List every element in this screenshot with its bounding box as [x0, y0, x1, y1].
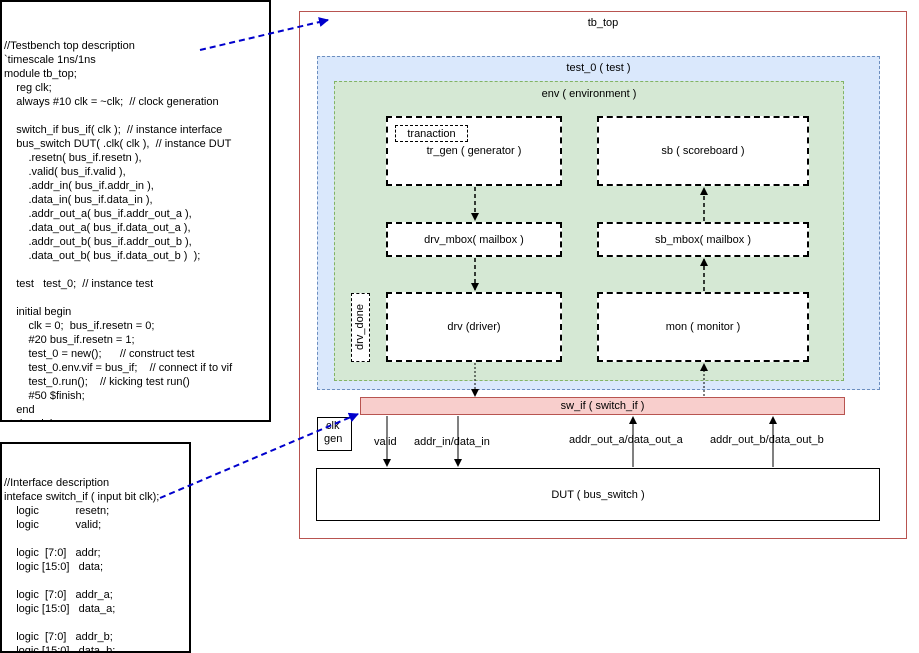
out-a-signal-label: addr_out_a/data_out_a	[569, 434, 683, 446]
generator-label: tr_gen ( generator )	[426, 145, 522, 157]
clock-generator-box: clk gen	[317, 417, 352, 451]
test-label: test_0 ( test )	[566, 62, 631, 74]
testbench-code-line: module tb_top;	[4, 68, 77, 80]
testbench-code-line: .addr_in( bus_if.addr_in ),	[4, 180, 154, 192]
testbench-code-line: end	[4, 404, 35, 416]
testbench-code-line: #20 bus_if.resetn = 1;	[4, 334, 135, 346]
switch-interface-bar: sw_if ( switch_if )	[360, 397, 845, 415]
interface-code-line: logic resetn;	[4, 505, 110, 517]
testbench-code-line: #50 $finish;	[4, 390, 85, 402]
dut-label: DUT ( bus_switch )	[551, 488, 645, 501]
transaction-box: tranaction	[395, 125, 468, 142]
driver-label: drv (driver)	[447, 321, 501, 333]
testbench-code-line: always #10 clk = ~clk; // clock generati…	[4, 96, 219, 108]
testbench-code-line: .data_out_b( bus_if.data_out_b ) );	[4, 250, 201, 262]
testbench-code-line: clk = 0; bus_if.resetn = 0;	[4, 320, 155, 332]
testbench-code-line: endmodule	[4, 417, 269, 420]
testbench-code-line: test_0.env.vif = bus_if; // connect if t…	[4, 362, 233, 374]
interface-code-panel: //Interface description inteface switch_i…	[0, 442, 191, 653]
testbench-code-line: switch_if bus_if( clk ); // instance int…	[4, 124, 223, 136]
testbench-code-line: reg clk;	[4, 82, 52, 94]
testbench-code-line: test_0.run(); // kicking test run()	[4, 376, 190, 388]
testbench-code-line: //Testbench top description	[4, 40, 135, 52]
clock-generator-label-2: gen	[324, 433, 343, 445]
driver-done-box	[351, 293, 370, 362]
testbench-code-line: .resetn( bus_if.resetn ),	[4, 152, 142, 164]
scoreboard-mailbox-block: sb_mbox( mailbox )	[597, 222, 809, 257]
testbench-code-line: `timescale 1ns/1ns	[4, 54, 96, 66]
testbench-code-line: .valid( bus_if.valid ),	[4, 166, 126, 178]
testbench-pointer-arrow	[199, 17, 329, 51]
monitor-label: mon ( monitor )	[665, 321, 741, 333]
addr-in-signal-label: addr_in/data_in	[414, 436, 490, 448]
driver-block: drv (driver)	[386, 292, 562, 362]
interface-code-line: logic [15:0] data_a;	[4, 603, 116, 615]
driver-mailbox-label: drv_mbox( mailbox )	[424, 233, 524, 246]
testbench-code-line: .data_in( bus_if.data_in ),	[4, 194, 153, 206]
transaction-label: tranaction	[407, 127, 456, 140]
scoreboard-block: sb ( scoreboard )	[597, 116, 809, 186]
testbench-code-line: initial begin	[4, 306, 72, 318]
testbench-code-line: .addr_out_a( bus_if.addr_out_a ),	[4, 208, 192, 220]
scoreboard-mailbox-label: sb_mbox( mailbox )	[655, 233, 751, 246]
out-b-signal-label: addr_out_b/data_out_b	[710, 434, 824, 446]
testbench-code-panel: //Testbench top description `timescale 1n…	[0, 0, 271, 422]
testbench-code-line: test test_0; // instance test	[4, 278, 154, 290]
testbench-code-line: bus_switch DUT( .clk( clk ), // instance…	[4, 138, 232, 150]
testbench-code-line: .data_out_a( bus_if.data_out_a ),	[4, 222, 191, 234]
interface-code-line: inteface switch_if ( input bit clk);	[4, 491, 160, 503]
valid-signal-label: valid	[374, 436, 397, 448]
scoreboard-label: sb ( scoreboard )	[661, 145, 745, 157]
interface-code-line: logic [7:0] addr_a;	[4, 589, 113, 601]
monitor-block: mon ( monitor )	[597, 292, 809, 362]
interface-pointer-arrow	[159, 412, 359, 499]
interface-code-line: logic [7:0] addr;	[4, 547, 101, 559]
dut-block: DUT ( bus_switch )	[316, 468, 880, 521]
interface-code-line: logic [7:0] addr_b;	[4, 631, 113, 643]
interface-code-line: logic [15:0] data;	[4, 561, 104, 573]
switch-interface-label: sw_if ( switch_if )	[560, 400, 645, 412]
driver-mailbox-block: drv_mbox( mailbox )	[386, 222, 562, 257]
testbench-code-line: test_0 = new(); // construct test	[4, 348, 195, 360]
interface-code-line: logic valid;	[4, 519, 102, 531]
interface-code-line: logic [15:0] data_b;	[4, 645, 116, 653]
interface-code-line: //Interface description	[4, 477, 110, 489]
testbench-code-line: .addr_out_b( bus_if.addr_out_b ),	[4, 236, 192, 248]
tb-top-label: tb_top	[587, 17, 619, 29]
env-label: env ( environment )	[541, 88, 637, 100]
